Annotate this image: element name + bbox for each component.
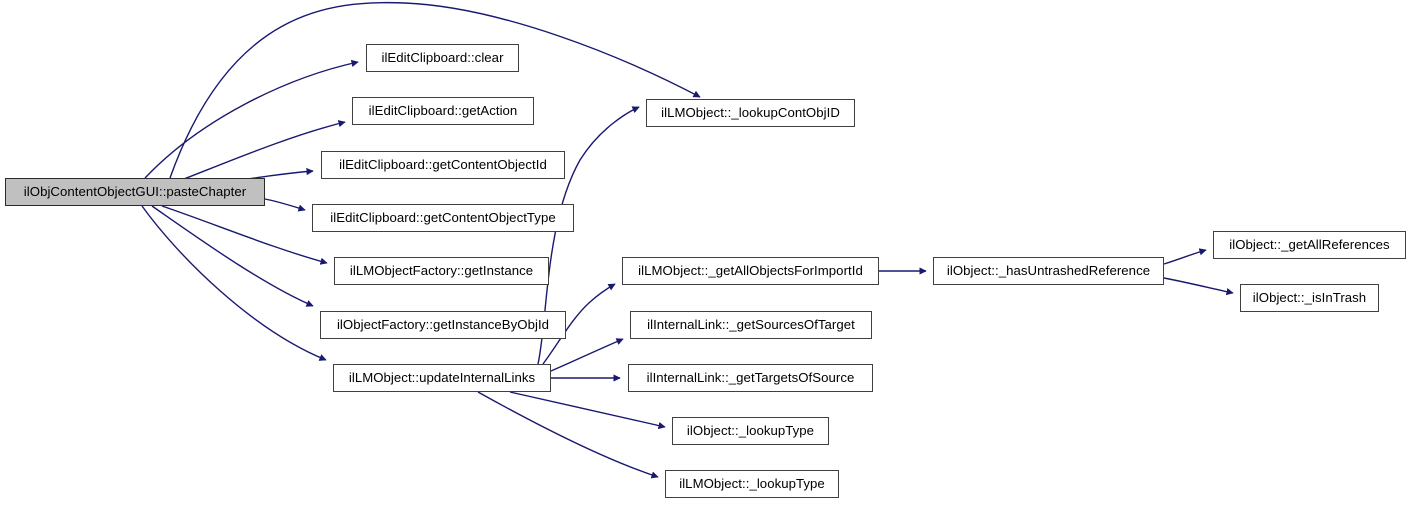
graph-edge-pasteChapter-to-getContentObjectType <box>264 198 306 212</box>
graph-node-label: ilEditClipboard::clear <box>381 50 504 66</box>
graph-node-label: ilEditClipboard::getContentObjectType <box>330 210 556 226</box>
graph-node-isInTrash[interactable]: ilObject::_isInTrash <box>1240 284 1379 312</box>
graph-edge-pasteChapter-to-getInstance <box>161 205 328 265</box>
graph-node-label: ilObject::_getAllReferences <box>1229 237 1390 253</box>
graph-node-getInstance[interactable]: ilLMObjectFactory::getInstance <box>334 257 549 285</box>
graph-node-getContentObjectType[interactable]: ilEditClipboard::getContentObjectType <box>312 204 574 232</box>
graph-node-label: ilObjContentObjectGUI::pasteChapter <box>23 184 247 200</box>
graph-node-getAllReferences[interactable]: ilObject::_getAllReferences <box>1213 231 1406 259</box>
graph-node-label: ilLMObjectFactory::getInstance <box>349 263 534 279</box>
graph-node-label: ilObject::_hasUntrashedReference <box>946 263 1151 279</box>
graph-edge-pasteChapter-to-getInstanceByObjId <box>151 205 314 307</box>
graph-node-updateInternalLinks[interactable]: ilLMObject::updateInternalLinks <box>333 364 551 392</box>
graph-node-ilObjectLookupType[interactable]: ilObject::_lookupType <box>672 417 829 445</box>
graph-node-label: ilObjectFactory::getInstanceByObjId <box>336 317 550 333</box>
graph-node-lookupContObjID[interactable]: ilLMObject::_lookupContObjID <box>646 99 855 127</box>
graph-node-getSourcesOfTarget[interactable]: ilInternalLink::_getSourcesOfTarget <box>630 311 872 339</box>
graph-edge-pasteChapter-to-updateInternalLinks <box>141 205 327 361</box>
graph-node-ilLMObjectLookupType[interactable]: ilLMObject::_lookupType <box>665 470 839 498</box>
graph-node-label: ilLMObject::_lookupContObjID <box>661 105 840 121</box>
graph-node-label: ilLMObject::_lookupType <box>679 476 825 492</box>
graph-node-label: ilLMObject::updateInternalLinks <box>348 370 536 386</box>
graph-node-getInstanceByObjId[interactable]: ilObjectFactory::getInstanceByObjId <box>320 311 566 339</box>
graph-node-label: ilObject::_isInTrash <box>1252 290 1367 306</box>
graph-edge-hasUntrashedReference-to-getAllReferences <box>1163 248 1207 265</box>
graph-node-getAction[interactable]: ilEditClipboard::getAction <box>352 97 534 125</box>
graph-edge-updateInternalLinks-to-ilLMObjectLookupType <box>477 391 659 479</box>
graph-node-label: ilInternalLink::_getTargetsOfSource <box>646 370 855 386</box>
graph-node-getAllObjectsForImportId[interactable]: ilLMObject::_getAllObjectsForImportId <box>622 257 879 285</box>
graph-edge-updateInternalLinks-to-ilObjectLookupType <box>509 391 666 430</box>
graph-node-getTargetsOfSource[interactable]: ilInternalLink::_getTargetsOfSource <box>628 364 873 392</box>
graph-node-hasUntrashedReference[interactable]: ilObject::_hasUntrashedReference <box>933 257 1164 285</box>
graph-node-label: ilEditClipboard::getAction <box>368 103 518 119</box>
graph-node-label: ilInternalLink::_getSourcesOfTarget <box>647 317 855 333</box>
graph-node-label: ilEditClipboard::getContentObjectId <box>339 157 547 173</box>
graph-edge-updateInternalLinks-to-getSourcesOfTarget <box>550 338 624 372</box>
graph-node-label: ilObject::_lookupType <box>686 423 815 439</box>
graph-node-getContentObjectId[interactable]: ilEditClipboard::getContentObjectId <box>321 151 565 179</box>
graph-edge-hasUntrashedReference-to-isInTrash <box>1163 277 1234 296</box>
graph-node-clear[interactable]: ilEditClipboard::clear <box>366 44 519 72</box>
graph-node-label: ilLMObject::_getAllObjectsForImportId <box>638 263 863 279</box>
graph-node-pasteChapter[interactable]: ilObjContentObjectGUI::pasteChapter <box>5 178 265 206</box>
